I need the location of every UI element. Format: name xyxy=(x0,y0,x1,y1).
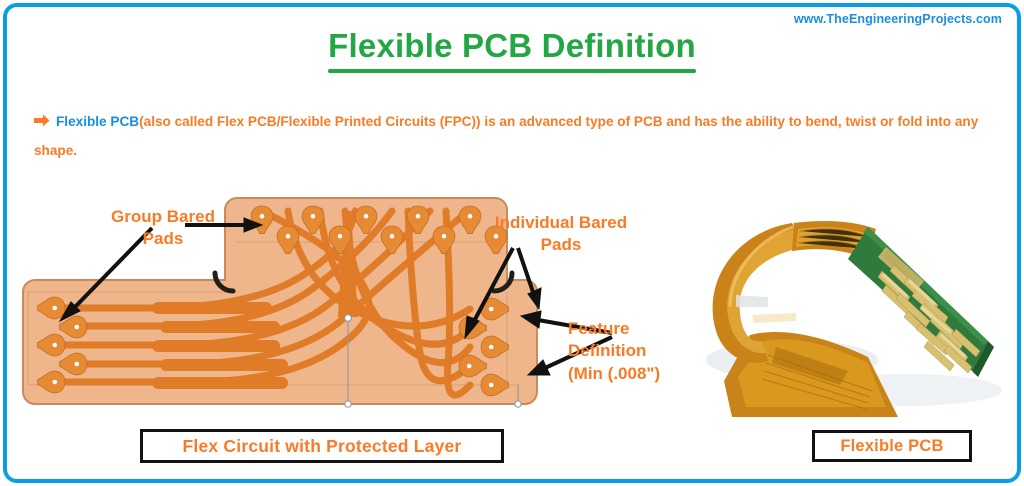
page-title: Flexible PCB Definition xyxy=(328,27,696,74)
arrow-feature-a xyxy=(519,310,613,335)
arrow-individual-b xyxy=(516,247,542,311)
site-url-watermark: www.TheEngineeringProjects.com xyxy=(793,12,1002,26)
arrow-to-left-pads xyxy=(58,226,154,323)
copper-traces-right xyxy=(284,207,474,399)
annotation-line: Group Bared xyxy=(111,207,215,226)
flex-circuit-diagram xyxy=(0,185,700,425)
annotation-line: Pads xyxy=(142,229,184,249)
page-title-container: Flexible PCB Definition xyxy=(0,27,1024,74)
page-title-text: Flexible PCB Definition xyxy=(328,27,696,64)
dimension-lines xyxy=(344,314,522,408)
title-underline xyxy=(328,69,696,74)
rigid-board xyxy=(848,227,994,377)
caption-flexible-pcb: Flexible PCB xyxy=(812,430,972,462)
arrow-individual-a xyxy=(464,247,515,340)
annotation-line: Definition xyxy=(568,341,647,361)
intro-paragraph: Flexible PCB(also called Flex PCB/Flexib… xyxy=(34,108,994,165)
flex-tail xyxy=(724,331,898,417)
wide-trace-bars xyxy=(152,302,288,389)
annotation-line: (Min (.008") xyxy=(568,363,661,383)
center-trunk xyxy=(338,211,358,317)
annotation-line: Pads xyxy=(540,235,582,255)
intro-keyword: Flexible PCB xyxy=(56,114,140,129)
annotation-line: Feature xyxy=(568,319,630,338)
annotation-group-bared-pads: Group Bared Pads xyxy=(88,206,238,251)
caption-flex-circuit: Flex Circuit with Protected Layer xyxy=(140,429,504,463)
flexible-pcb-photo-svg xyxy=(672,185,1012,425)
right-arrow-bullet-icon xyxy=(34,109,50,137)
arrow-feature-b xyxy=(526,335,613,376)
annotation-feature-definition: Feature Definition (Min (.008") xyxy=(568,318,738,385)
annotation-individual-bared-pads: Individual Bared Pads xyxy=(468,212,654,257)
intro-body: (also called Flex PCB/Flexible Printed C… xyxy=(34,114,979,158)
flex-loop xyxy=(712,223,806,363)
annotation-arrows xyxy=(58,217,613,376)
substrate-notches xyxy=(212,270,515,294)
flex-circuit-svg xyxy=(22,197,613,408)
annotation-line: Individual Bared xyxy=(494,213,628,232)
arrow-to-top-pads xyxy=(185,217,264,233)
flexible-pcb-photo xyxy=(672,185,1012,425)
